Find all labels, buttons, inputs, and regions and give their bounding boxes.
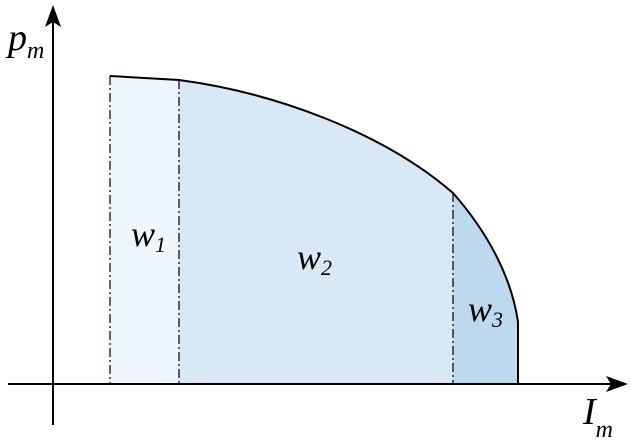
y-axis-label: pm (5, 17, 44, 64)
x-axis-arrowhead (606, 376, 628, 392)
region-w2 (179, 80, 453, 384)
x-axis-label: Im (582, 391, 613, 443)
y-axis-arrowhead (45, 5, 61, 27)
region-label-w1: w1 (131, 214, 166, 257)
region-label-w3: w3 (468, 289, 503, 332)
region-w1 (110, 76, 179, 384)
region-w3 (453, 193, 518, 384)
region-label-w2: w2 (297, 237, 332, 280)
boundary-curve (109, 75, 519, 384)
